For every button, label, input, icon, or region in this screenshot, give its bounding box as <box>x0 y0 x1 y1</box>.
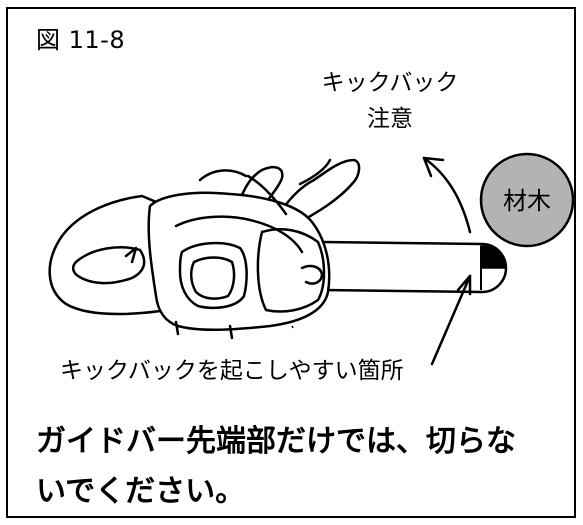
kickback-arrow <box>422 156 472 234</box>
kickback-zone-callout: キックバックを起こしやすい箇所 <box>60 358 404 384</box>
guide-bar <box>321 240 508 294</box>
kickback-title: キックバック <box>321 70 459 96</box>
chainsaw-body <box>48 158 361 340</box>
log-circle <box>479 152 575 248</box>
warning-text-line1: ガイドバー先端部だけでは、切らな <box>36 424 516 459</box>
kickback-caution: 注意 <box>367 106 413 132</box>
log-label: 材木 <box>503 187 551 215</box>
stray-mark <box>291 325 294 329</box>
figure-frame <box>6 7 576 518</box>
callout-pointer <box>430 274 472 366</box>
warning-text-line2: いでください。 <box>36 474 246 509</box>
figure-number: 図 11-8 <box>36 26 126 54</box>
bar-tip-zone <box>480 245 506 269</box>
